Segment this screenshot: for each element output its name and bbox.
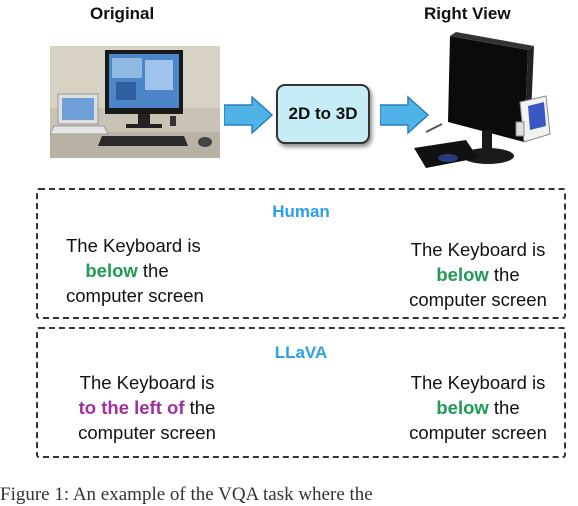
2d-to-3d-converter: 2D to 3D	[276, 84, 370, 144]
answer-line: below the	[400, 262, 556, 287]
figure-caption: Figure 1: An example of the VQA task whe…	[0, 484, 373, 505]
answer-line: The Keyboard is	[79, 372, 215, 393]
answer-suffix: the	[137, 260, 169, 281]
right-view-desk-image	[414, 32, 551, 168]
llava-answer-box: LLaVA The Keyboard is to the left of the…	[36, 327, 566, 458]
answer-line: The Keyboard is	[66, 235, 201, 256]
arrow-right-icon	[380, 95, 430, 135]
answer-suffix: the	[184, 397, 216, 418]
answer-highlight: to the left of	[78, 397, 185, 418]
human-right-view-answer: The Keyboard is below the computer scree…	[400, 237, 556, 312]
human-original-answer: The Keyboard is below the computer scree…	[66, 233, 204, 308]
answer-highlight: below	[85, 260, 138, 281]
answer-line: The Keyboard is	[410, 372, 546, 393]
llava-title: LLaVA	[274, 343, 328, 362]
human-title: Human	[272, 202, 330, 221]
answer-line: computer screen	[409, 422, 547, 443]
answer-line: computer screen	[409, 289, 547, 310]
llava-original-answer: The Keyboard is to the left of the compu…	[66, 370, 228, 445]
answer-highlight: below	[436, 397, 489, 418]
answer-line: computer screen	[66, 285, 204, 306]
answer-suffix: the	[488, 397, 520, 418]
right-view-label: Right View	[424, 4, 511, 23]
answer-line: to the left of the	[66, 395, 228, 420]
answer-line: below the	[66, 258, 188, 283]
answer-highlight: below	[436, 264, 489, 285]
original-label: Original	[90, 4, 155, 23]
answer-line: below the	[400, 395, 556, 420]
answer-line: computer screen	[78, 422, 216, 443]
answer-suffix: the	[488, 264, 520, 285]
llava-right-view-answer: The Keyboard is below the computer scree…	[400, 370, 556, 445]
answer-line: The Keyboard is	[410, 239, 546, 260]
original-desk-image	[50, 46, 220, 158]
human-answer-box: Human The Keyboard is below the computer…	[36, 188, 566, 319]
arrow-right-icon	[224, 95, 274, 135]
